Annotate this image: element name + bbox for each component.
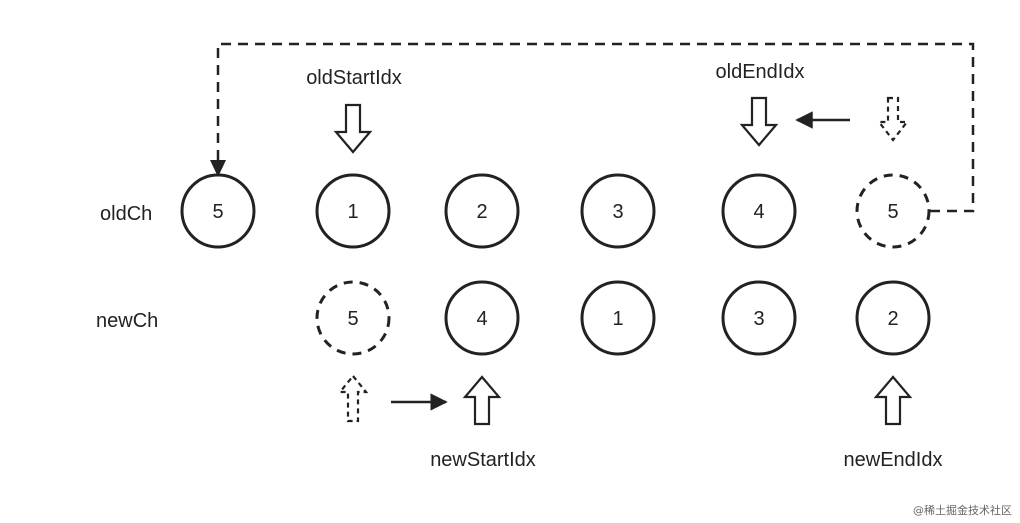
old-node-2: 2 [444, 173, 520, 249]
new-node-1: 4 [444, 280, 520, 356]
new-node-4-value: 2 [887, 308, 898, 330]
old-node-1: 1 [315, 173, 391, 249]
new-start-previous-pointer-icon [337, 374, 369, 423]
new-node-3-value: 3 [753, 308, 764, 330]
watermark: @稀土掘金技术社区 [913, 503, 1012, 517]
old-node-2-value: 2 [476, 201, 487, 223]
move-connector-arrowhead [210, 160, 226, 177]
old-node-4: 4 [721, 173, 797, 249]
old-node-3-value: 3 [612, 201, 623, 223]
new-node-2-value: 1 [612, 308, 623, 330]
new-node-0-value: 5 [347, 308, 358, 330]
old-start-idx-label: oldStartIdx [306, 67, 402, 89]
old-start-pointer-icon [333, 103, 373, 154]
old-node-0: 5 [180, 173, 256, 249]
new-start-idx-label: newStartIdx [430, 449, 536, 471]
old-node-1-value: 1 [347, 201, 358, 223]
new-node-2: 1 [580, 280, 656, 356]
new-end-idx-label: newEndIdx [844, 449, 943, 471]
new-node-3: 3 [721, 280, 797, 356]
new-start-pointer-icon [462, 375, 502, 426]
new-end-pointer-icon [873, 375, 913, 426]
old-end-idx-label: oldEndIdx [716, 61, 805, 83]
old-node-4-value: 4 [753, 201, 764, 223]
old-node-3: 3 [580, 173, 656, 249]
old-node-0-value: 5 [212, 201, 223, 223]
old-node-5: 5 [855, 173, 931, 249]
move-connector-line [216, 42, 975, 213]
new-node-4: 2 [855, 280, 931, 356]
new-node-0: 5 [315, 280, 391, 356]
old-end-pointer-icon [739, 96, 779, 147]
old-row-label: oldCh [100, 203, 152, 225]
new-node-1-value: 4 [476, 308, 487, 330]
old-end-previous-pointer-icon [876, 96, 910, 142]
old-node-5-value: 5 [887, 201, 898, 223]
new-row-label: newCh [96, 310, 158, 332]
